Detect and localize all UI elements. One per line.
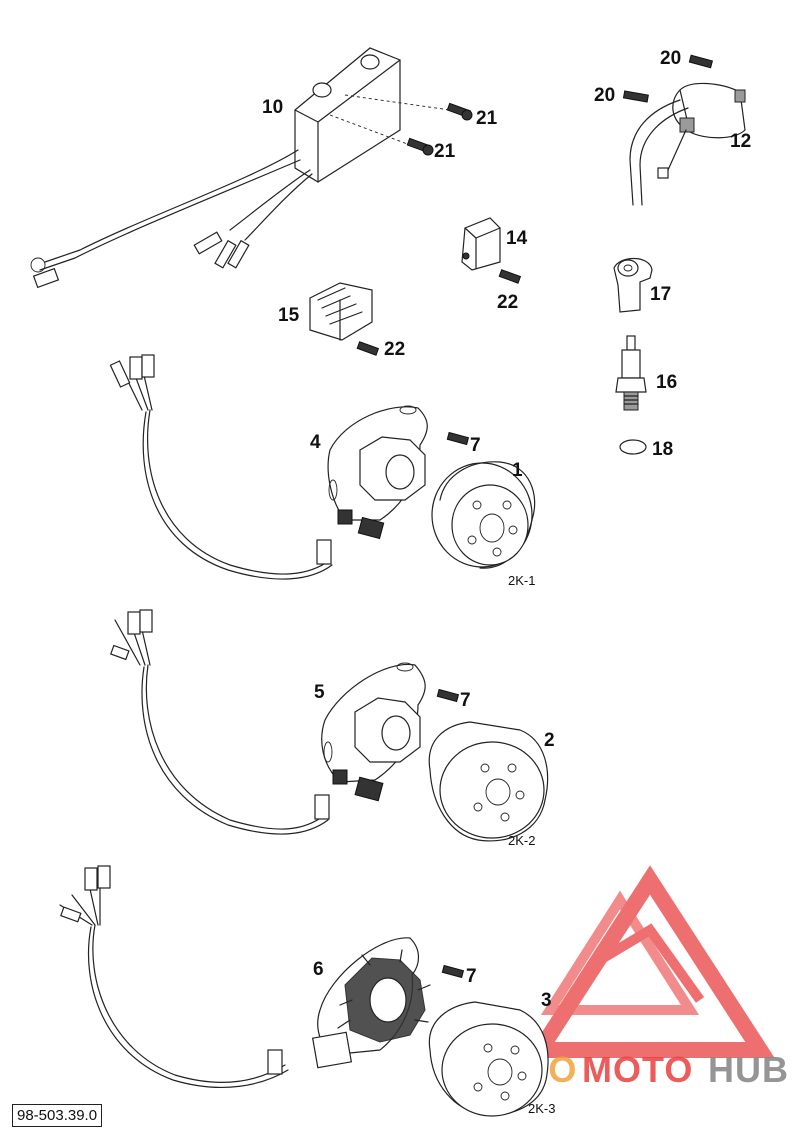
callout-20-upper: 20 [660, 48, 681, 69]
bolt-21-upper [446, 102, 473, 121]
bolt-20-lower [622, 90, 649, 103]
bolt-22-lower [356, 341, 380, 356]
stator-4-part [109, 354, 428, 580]
callout-22-upper: 22 [497, 292, 518, 313]
o-ring-18-part [619, 439, 647, 455]
regulator-15-part [309, 282, 373, 341]
callout-2: 2 [544, 730, 555, 751]
watermark-logo [525, 865, 775, 1058]
callout-7-upper: 7 [470, 435, 481, 456]
watermark-word-moto: MOTO [582, 1049, 693, 1090]
callout-7-middle: 7 [460, 690, 471, 711]
stator-5-part [110, 609, 426, 835]
callout-15: 15 [278, 305, 300, 326]
bolt-7-middle [436, 688, 460, 703]
diagram-reference-code: 98-503.39.0 [12, 1104, 103, 1127]
callout-22-lower: 22 [384, 339, 405, 360]
callout-5: 5 [314, 682, 325, 703]
callout-20-lower: 20 [594, 85, 615, 106]
callout-7-lower: 7 [466, 966, 477, 987]
callout-17: 17 [650, 284, 671, 305]
watermark-word-hub: HUB [708, 1049, 789, 1090]
ignition-coil-part [629, 82, 746, 206]
variant-label-2k-1: 2K-1 [508, 573, 535, 588]
callout-6: 6 [313, 959, 324, 980]
bolt-20-upper [688, 54, 714, 69]
callout-18: 18 [652, 439, 673, 460]
callout-21-lower: 21 [434, 141, 456, 162]
callout-1: 1 [512, 460, 523, 481]
flywheel-1-part [431, 461, 536, 569]
spark-plug-16-part [615, 335, 647, 411]
callout-3: 3 [541, 990, 552, 1011]
bolt-22-upper [498, 269, 522, 284]
callout-16: 16 [656, 372, 677, 393]
spark-plug-cap-17-part [613, 257, 653, 313]
bolt-21-lower [406, 137, 434, 156]
flywheel-3-part [428, 1001, 549, 1117]
variant-label-2k-3: 2K-3 [528, 1101, 555, 1116]
bolt-7-lower [441, 964, 465, 979]
callout-14: 14 [506, 228, 528, 249]
variant-label-2k-2: 2K-2 [508, 833, 535, 848]
bracket-14-part [461, 217, 501, 271]
callout-12: 12 [730, 131, 751, 152]
callout-10: 10 [262, 97, 283, 118]
watermark-triangle [525, 865, 775, 1058]
flywheel-2-part [428, 721, 549, 842]
stator-6-part [59, 865, 431, 1089]
callout-21-upper: 21 [476, 108, 498, 129]
bolt-7-upper [446, 431, 470, 446]
callout-4: 4 [310, 432, 321, 453]
cdi-unit-part [30, 47, 401, 289]
